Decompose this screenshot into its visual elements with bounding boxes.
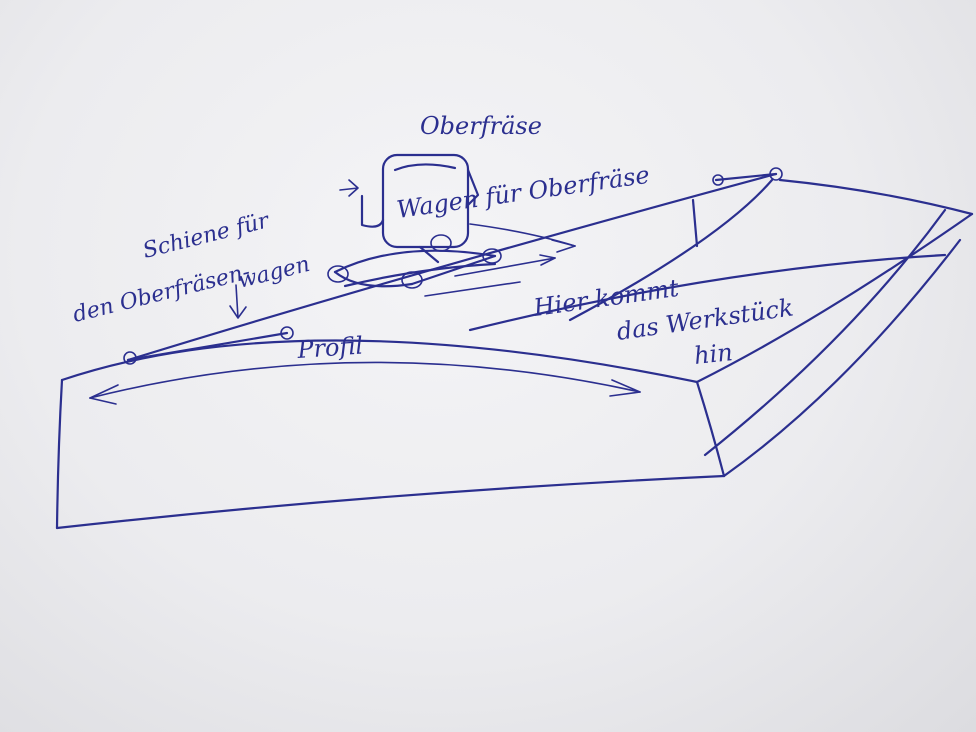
profile-arrow (89, 361, 641, 405)
profile-label: Profil (295, 331, 364, 364)
base-top-and-side (468, 178, 974, 478)
rail-label-leader (229, 284, 247, 319)
rail-label-line2: den Oberfräsen- (70, 260, 252, 328)
router-carriage (327, 234, 502, 289)
router-body (360, 153, 480, 264)
profile-curve (60, 339, 699, 384)
rail-label-line1: Schiene für (140, 208, 272, 264)
carriage-label: Wagen für Oberfräse (395, 161, 651, 224)
rail-label-line3: wagen (235, 252, 312, 294)
router-label: Oberfräse (420, 112, 542, 140)
carriage-motion-arrows (339, 179, 576, 297)
base-front-face (55, 378, 726, 530)
workpiece-label-line3: hin (693, 338, 734, 370)
